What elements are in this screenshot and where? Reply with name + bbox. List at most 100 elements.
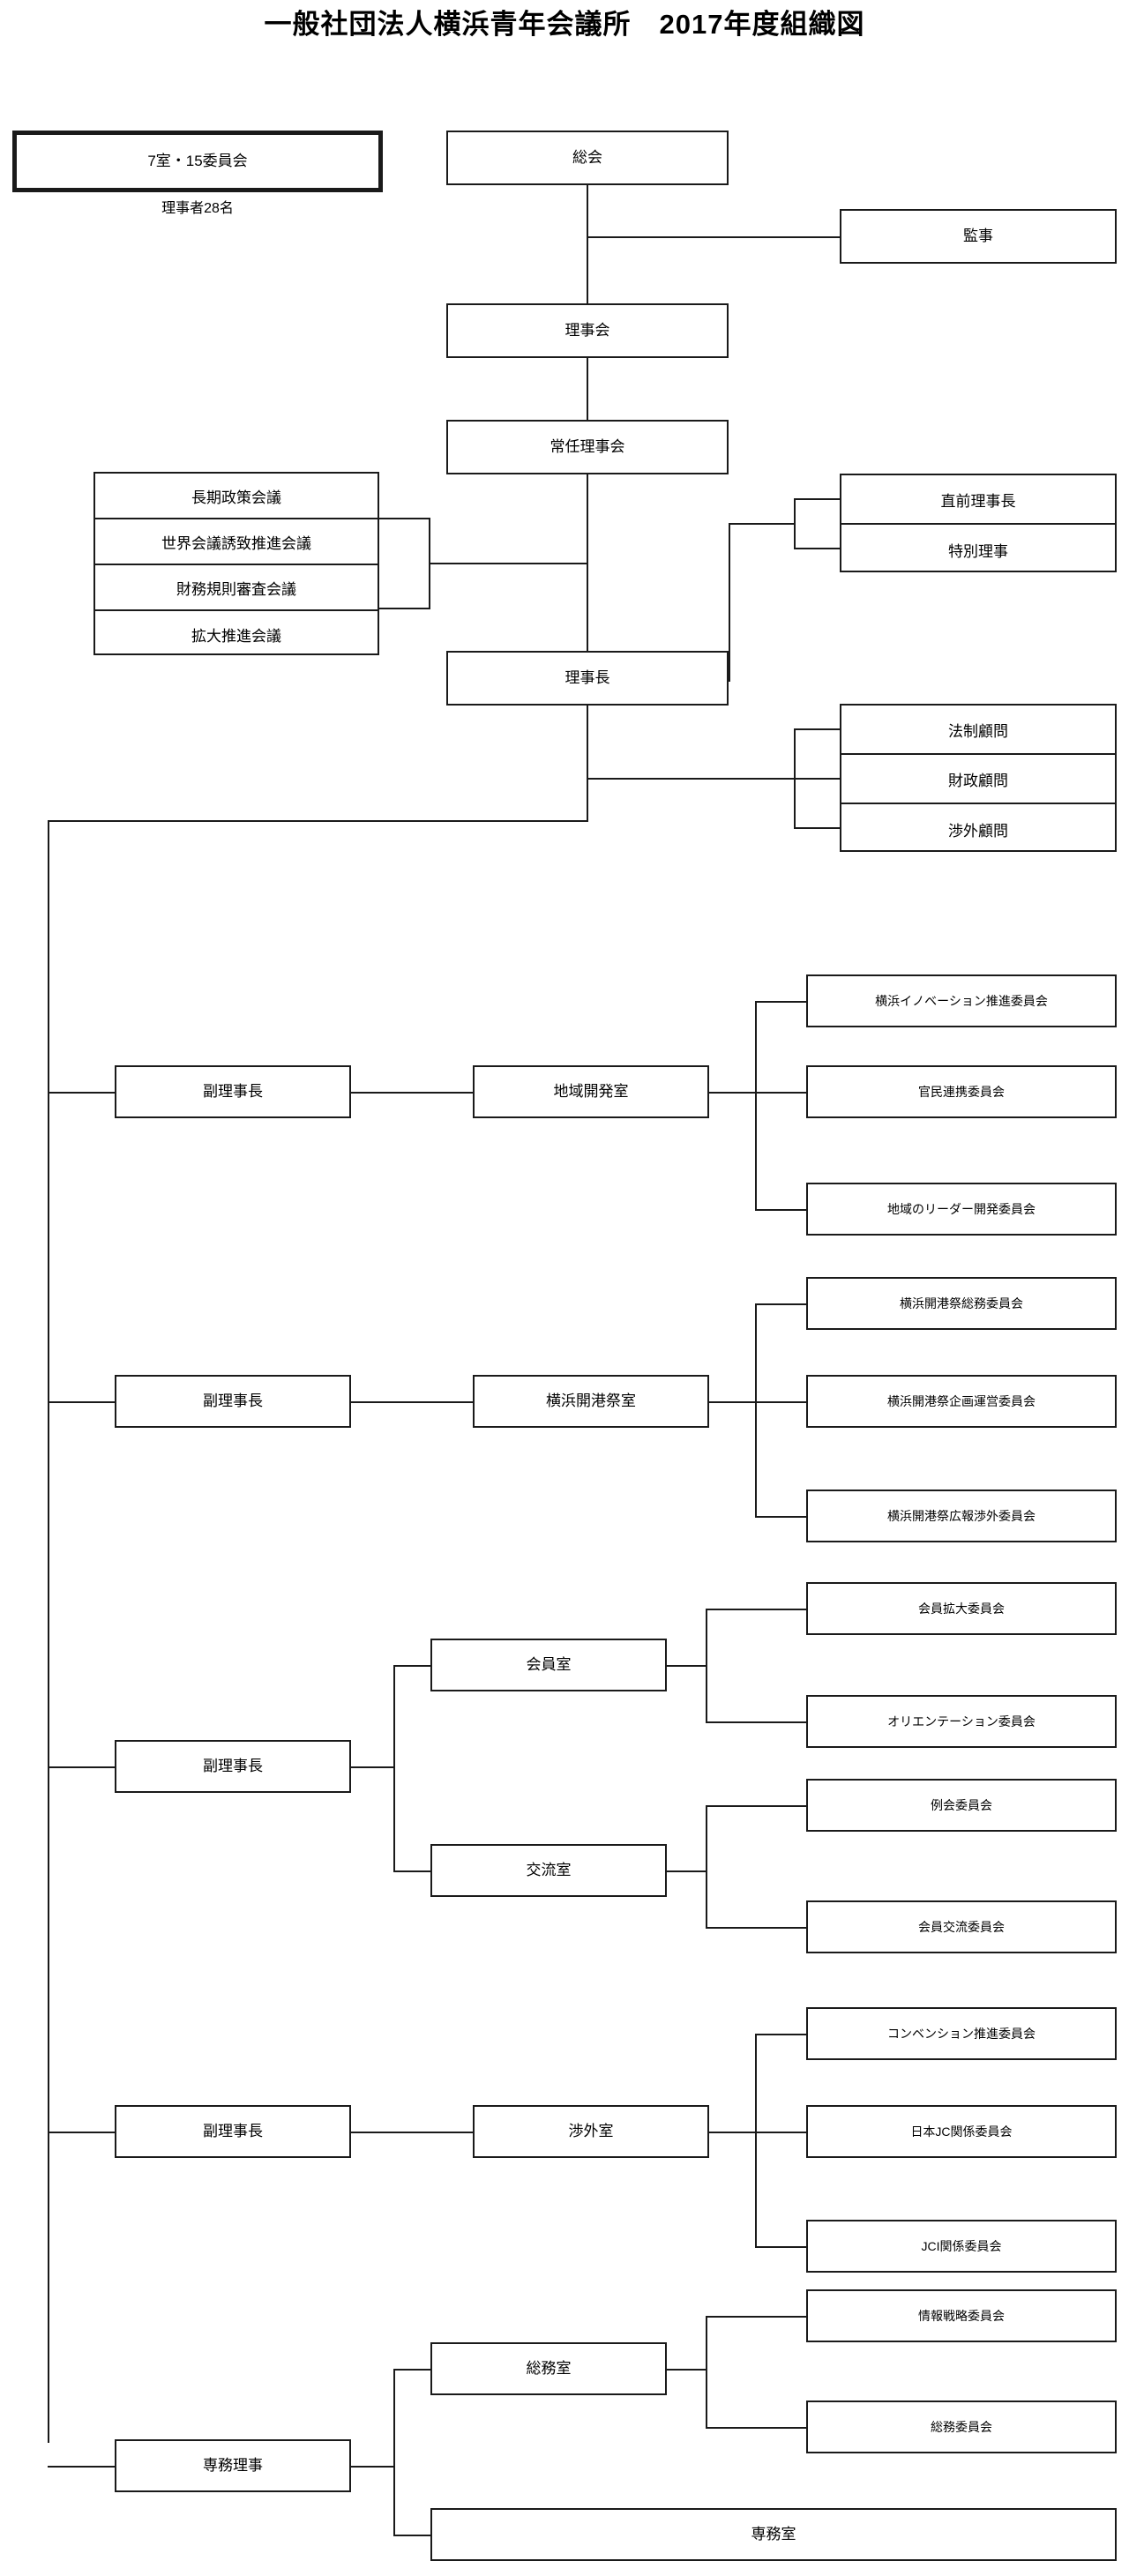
node-vice-president-label: 副理事長 [203, 1393, 263, 1410]
connector-room2-c3 [755, 1516, 808, 1518]
connector-spine-branch2 [48, 1401, 116, 1403]
connector-room3b-trunk [667, 1870, 707, 1872]
node-committee: 日本JC関係委員会 [806, 2105, 1117, 2158]
node-committee-label: 会員交流委員会 [918, 1919, 1005, 1934]
summary-box: 7室・15委員会 [12, 131, 383, 192]
node-room-senmu: 専務室 [430, 2508, 1117, 2561]
node-committee-label: 例会委員会 [931, 1797, 992, 1812]
connector-spine-branch4 [48, 2132, 116, 2133]
connector-advisor-stub-top [794, 728, 841, 730]
node-vice-president: 副理事長 [115, 1375, 351, 1428]
council-item: 財務規則審査会議 [95, 565, 378, 611]
node-standing-board-label: 常任理事会 [550, 438, 625, 456]
connector-special-stub-top [794, 498, 841, 500]
connector-spine-top [48, 820, 588, 822]
special-director-item: 直前理事長 [841, 475, 1115, 525]
node-committee-label: 横浜イノベーション推進委員会 [875, 993, 1048, 1008]
connector-room5a-riser [706, 2316, 707, 2429]
advisor-item: 渉外顧問 [948, 822, 1008, 840]
connector-spine-branch5 [48, 2466, 116, 2468]
node-committee-label: 情報戦略委員会 [918, 2308, 1005, 2323]
connector-council-stub-bottom [379, 608, 430, 609]
connector-room5a-c2 [706, 2427, 808, 2429]
node-committee: JCI関係委員会 [806, 2220, 1117, 2273]
node-committee-label: 会員拡大委員会 [918, 1601, 1005, 1616]
connector-assembly-auditor [587, 236, 841, 238]
council-item: 世界会議誘致推進会議 [95, 519, 378, 565]
advisor-item: 財政顧問 [841, 755, 1115, 804]
node-committee: 例会委員会 [806, 1779, 1117, 1832]
node-room: 渉外室 [473, 2105, 709, 2158]
connector-branch5-room2 [393, 2535, 432, 2536]
node-vice-president: 副理事長 [115, 1740, 351, 1793]
node-managing-director: 専務理事 [115, 2439, 351, 2492]
connector-room3a-riser [706, 1609, 707, 1723]
node-committee-label: JCI関係委員会 [921, 2238, 1002, 2253]
connector-branch3-room1 [393, 1665, 432, 1667]
council-item: 拡大推進会議 [191, 627, 281, 645]
node-committee: オリエンテーション委員会 [806, 1695, 1117, 1748]
node-room: 横浜開港祭室 [473, 1375, 709, 1428]
connector-room1-c3 [755, 1209, 808, 1211]
node-general-assembly-label: 総会 [572, 149, 602, 167]
node-room-label: 総務室 [526, 2360, 572, 2378]
connector-branch5-room1 [393, 2369, 432, 2371]
connector-branch1-room [351, 1092, 475, 1094]
node-committee: 地域のリーダー開発委員会 [806, 1183, 1117, 1236]
node-committee: 横浜開港祭企画運営委員会 [806, 1375, 1117, 1428]
connector-board-standing [587, 358, 588, 420]
node-committee-label: 日本JC関係委員会 [910, 2124, 1013, 2139]
summary-box-label: 7室・15委員会 [147, 153, 248, 170]
connector-standing-president [587, 474, 588, 651]
node-board-label: 理事会 [564, 322, 610, 340]
node-committee-label: 横浜開港祭広報渉外委員会 [887, 1508, 1036, 1523]
node-committee: 横浜開港祭総務委員会 [806, 1277, 1117, 1330]
connector-room5a-trunk [667, 2369, 707, 2371]
connector-branch3-riser [393, 1665, 395, 1872]
connector-room3b-c2 [706, 1927, 808, 1929]
connector-branch3-room2 [393, 1870, 432, 1872]
connector-assembly-down [587, 185, 588, 303]
node-committee: 会員拡大委員会 [806, 1582, 1117, 1635]
node-committee: 情報戦略委員会 [806, 2289, 1117, 2342]
node-committee-label: 総務委員会 [931, 2419, 992, 2434]
summary-caption: 理事者28名 [161, 201, 234, 216]
connector-president-drop [587, 778, 588, 822]
connector-advisor-trunk [587, 778, 796, 780]
connector-spine-branch1 [48, 1092, 116, 1094]
node-room: 総務室 [430, 2342, 667, 2395]
node-room-senmu-label: 専務室 [751, 2526, 796, 2543]
connector-room3b-riser [706, 1805, 707, 1929]
connector-room4-riser [755, 2034, 757, 2248]
connector-room5a-c1 [706, 2316, 808, 2318]
node-auditor: 監事 [840, 209, 1117, 264]
node-vice-president-label: 副理事長 [203, 2123, 263, 2140]
connector-room1-c1 [755, 1001, 808, 1003]
node-general-assembly: 総会 [446, 131, 729, 185]
node-committee: コンベンション推進委員会 [806, 2007, 1117, 2060]
connector-special-to-spine [729, 523, 730, 682]
connector-room2-riser [755, 1303, 757, 1518]
connector-branch3-out [351, 1766, 395, 1768]
node-president-label: 理事長 [564, 669, 610, 687]
node-committee-label: 横浜開港祭総務委員会 [900, 1295, 1023, 1310]
connector-branch5-out [351, 2466, 395, 2468]
connector-room1-c2 [755, 1092, 808, 1094]
connector-advisor-stub-bottom [794, 827, 841, 829]
connector-room1-riser [755, 1001, 757, 1211]
node-room-label: 会員室 [526, 1656, 572, 1674]
connector-room2-trunk [709, 1401, 757, 1403]
node-committee: 官民連携委員会 [806, 1065, 1117, 1118]
connector-room2-c1 [755, 1303, 808, 1305]
connector-room4-c1 [755, 2034, 808, 2035]
special-director-item: 特別理事 [948, 542, 1008, 560]
special-director-group: 直前理事長 特別理事 [840, 474, 1117, 572]
connector-advisor-stub-mid [794, 778, 841, 780]
connector-special-trunk [729, 523, 796, 525]
connector-room4-c2 [755, 2132, 808, 2133]
node-committee-label: 地域のリーダー開発委員会 [887, 1201, 1036, 1216]
node-committee: 横浜開港祭広報渉外委員会 [806, 1490, 1117, 1542]
advisor-item: 法制顧問 [841, 706, 1115, 755]
connector-president-advisor [587, 706, 588, 778]
